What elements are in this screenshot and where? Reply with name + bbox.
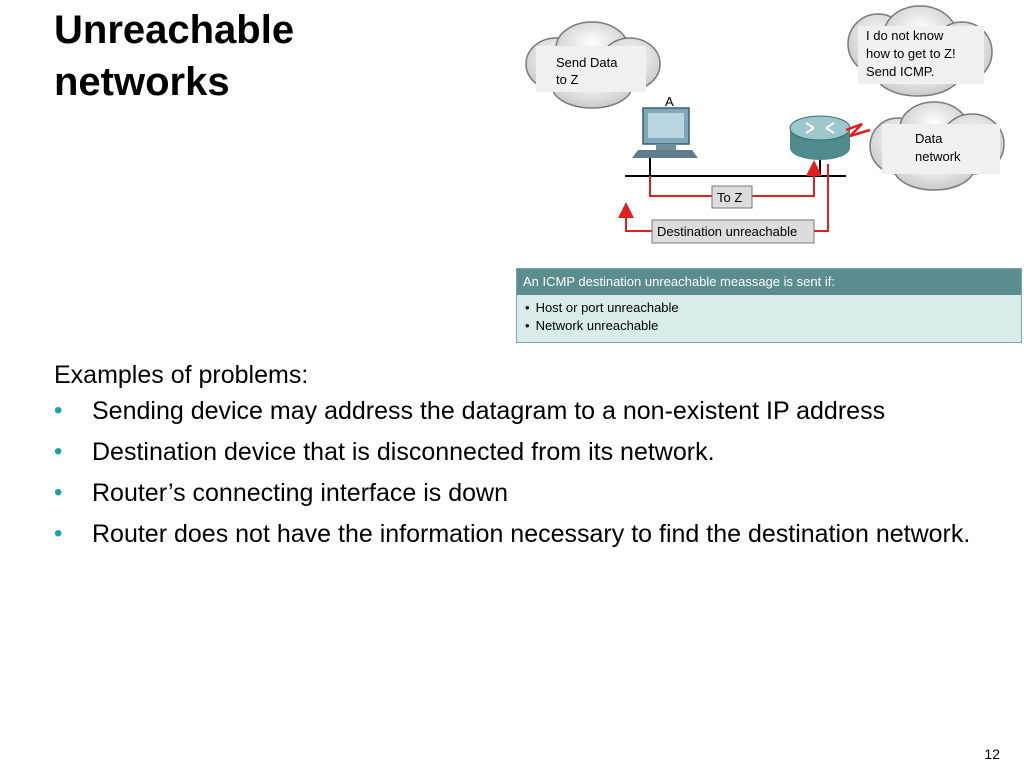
icmp-info-item: Host or port unreachable	[525, 299, 1021, 317]
destination-unreachable-box: Destination unreachable	[651, 219, 815, 244]
problem-list: • Sending device may address the datagra…	[54, 394, 994, 551]
problem-list-item: • Router does not have the information n…	[54, 517, 994, 551]
bullet-icon: •	[54, 479, 63, 506]
send-data-text-2: to Z	[556, 72, 578, 87]
page-number: 12	[984, 746, 1000, 762]
destination-unreachable-label: Destination unreachable	[657, 224, 797, 239]
reply-arrow-path	[618, 164, 829, 232]
bullet-icon: •	[54, 397, 63, 424]
icmp-info-item: Network unreachable	[525, 317, 1021, 335]
send-data-cloud: Send Data to Z	[525, 21, 661, 109]
to-z-label: To Z	[717, 190, 742, 205]
problem-text: Sending device may address the datagram …	[92, 397, 886, 425]
problem-list-item: • Router’s connecting interface is down	[54, 476, 994, 510]
examples-intro: Examples of problems:	[54, 361, 309, 389]
router-message-text-2: how to get to Z!	[866, 46, 956, 61]
router-message-text-1: I do not know	[866, 28, 944, 43]
icmp-info-list: Host or port unreachable Network unreach…	[517, 299, 1021, 335]
bullet-icon: •	[54, 520, 63, 547]
request-arrow-path	[649, 160, 822, 197]
router-message-cloud: I do not know how to get to Z! Send ICMP…	[847, 5, 993, 97]
problem-text: Router’s connecting interface is down	[92, 479, 508, 507]
bullet-icon: •	[54, 438, 63, 465]
icmp-info-header: An ICMP destination unreachable meassage…	[517, 269, 1021, 295]
router-message-text-3: Send ICMP.	[866, 64, 934, 79]
slide-content: Examples of problems: • Sending device m…	[54, 358, 994, 558]
slide-title-line-1: Unreachable	[54, 8, 295, 52]
problem-text: Destination device that is disconnected …	[92, 438, 715, 466]
problem-list-item: • Sending device may address the datagra…	[54, 394, 994, 428]
problem-text: Router does not have the information nec…	[92, 520, 971, 548]
data-network-cloud: Data network	[869, 101, 1005, 191]
icmp-info-box: An ICMP destination unreachable meassage…	[516, 268, 1022, 343]
to-z-label-box: To Z	[711, 185, 753, 209]
host-a-computer-icon: A	[632, 94, 698, 176]
network-diagram: Send Data to Z I do not know how to get …	[525, 5, 1005, 244]
router-icon	[789, 115, 871, 176]
host-a-label: A	[665, 94, 674, 109]
data-network-text-2: network	[915, 149, 961, 164]
problem-list-item: • Destination device that is disconnecte…	[54, 435, 994, 469]
slide-title-line-2: networks	[54, 60, 230, 104]
data-network-text-1: Data	[915, 131, 943, 146]
send-data-text-1: Send Data	[556, 55, 618, 70]
slide-title: Unreachable networks	[54, 4, 374, 108]
